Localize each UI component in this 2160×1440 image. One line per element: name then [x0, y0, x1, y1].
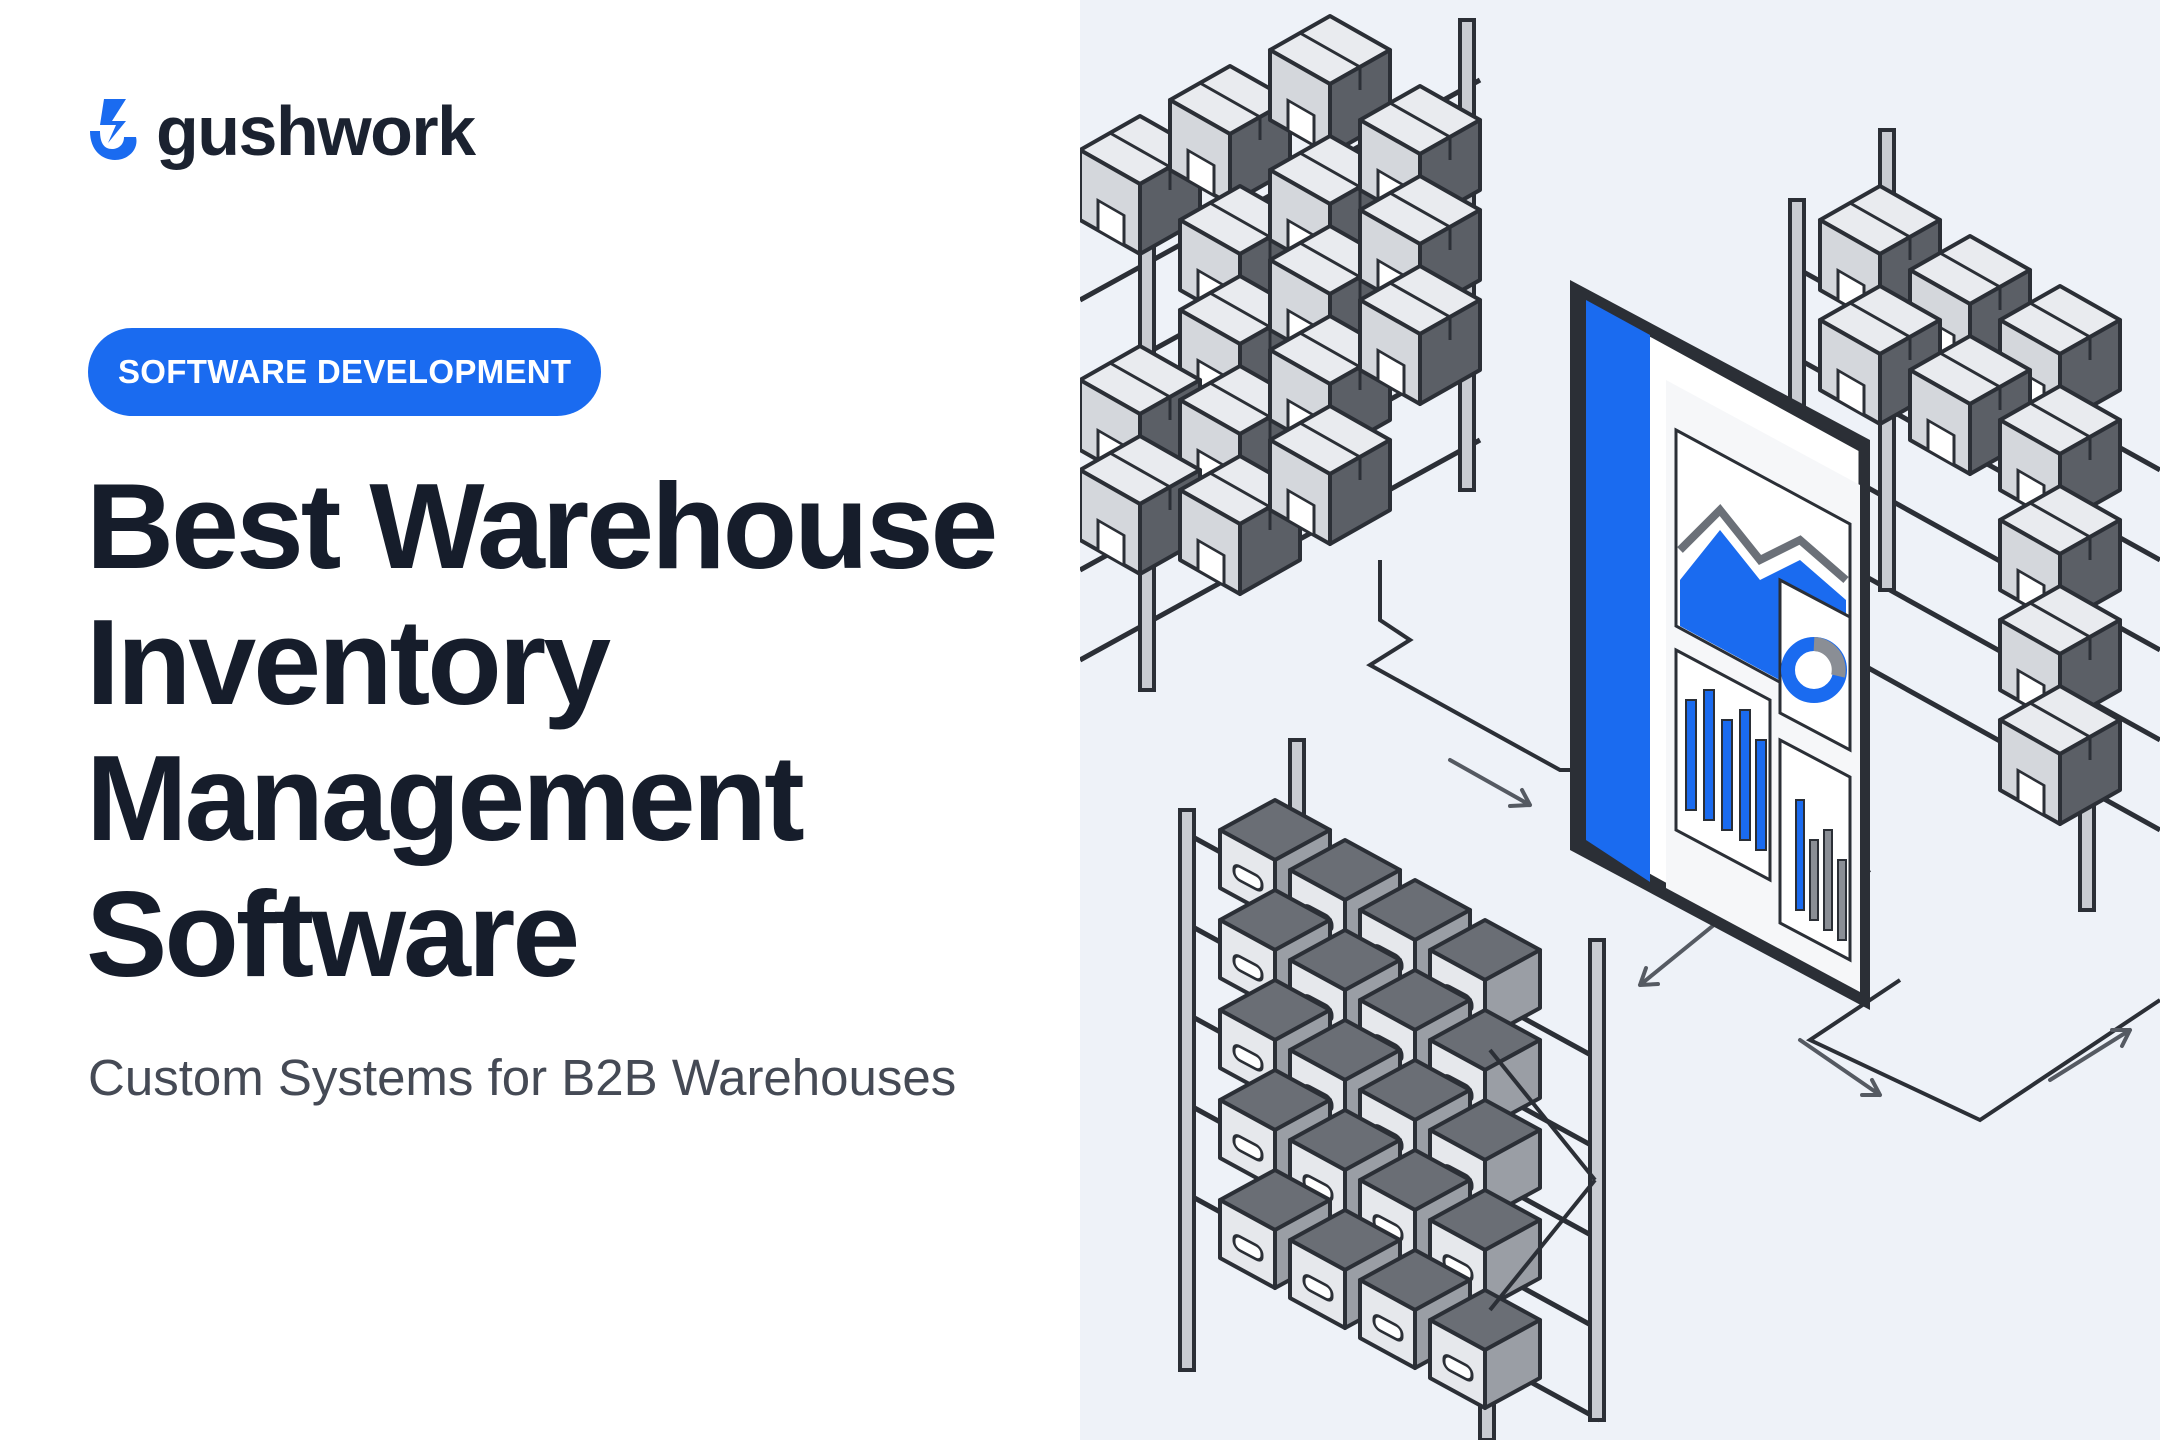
- subtitle: Custom Systems for B2B Warehouses: [88, 1049, 957, 1106]
- brand-logo[interactable]: gushwork: [86, 92, 476, 170]
- shelf-unit-front: [1178, 738, 1606, 1440]
- warehouse-illustration-svg: [1080, 14, 2160, 1440]
- category-badge[interactable]: SOFTWARE DEVELOPMENT: [88, 328, 602, 416]
- warehouse-illustration: [1080, 0, 2160, 1440]
- shelf-unit-back-left: [1080, 14, 1482, 692]
- headline-line-2: Inventory: [86, 594, 611, 730]
- flow-arrows: [1448, 758, 2132, 1097]
- brand-name: gushwork: [156, 92, 476, 170]
- headline-line-4: Software: [86, 866, 580, 1002]
- headline-line-1: Best Warehouse: [86, 458, 998, 594]
- dashboard-tablet: [1570, 280, 1870, 1010]
- headline-line-3: Management: [86, 730, 805, 866]
- hero-text-panel: gushwork SOFTWARE DEVELOPMENT Best Wareh…: [86, 92, 1066, 1106]
- page-title: Best Warehouse Inventory Management Soft…: [86, 458, 1066, 1002]
- gushwork-logo-icon: [90, 99, 137, 160]
